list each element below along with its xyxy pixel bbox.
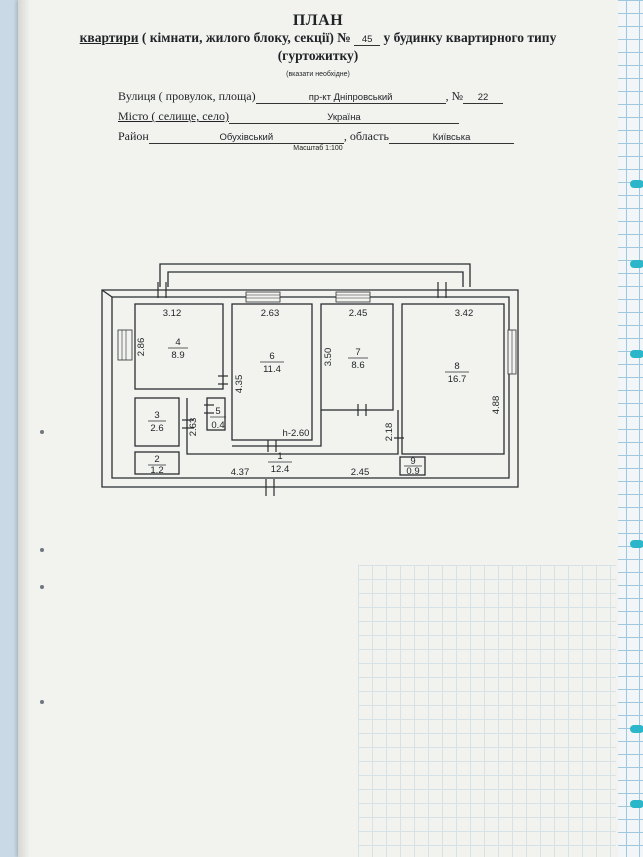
room-2-outline <box>134 451 180 475</box>
room-area: 12.4 <box>271 464 290 475</box>
floor-plan: 3.12 2.86 2.63 4.35 2.45 3.50 3.42 4.88 … <box>101 263 519 496</box>
notebook-ring <box>630 260 643 268</box>
room-6-outline <box>231 303 313 441</box>
notebook-ring <box>630 180 643 188</box>
dim-room7-width: 2.45 <box>349 308 368 319</box>
room-number: 9 <box>410 456 415 467</box>
region-value: Київська <box>389 132 515 144</box>
dim-room6-height: 4.35 <box>234 375 245 394</box>
dim-room7-height: 3.50 <box>323 348 334 367</box>
dim-corridor-right: 2.18 <box>384 423 395 442</box>
room-label-5: 5 0.4 <box>210 406 226 431</box>
dim-room6-width: 2.63 <box>261 308 280 319</box>
scale-label: Масштаб 1:100 <box>293 145 343 152</box>
district-label: Район <box>118 129 149 143</box>
room-number: 6 <box>269 351 274 362</box>
punch-hole <box>40 430 44 434</box>
city-row: Місто ( селище, село)Україна <box>118 109 459 124</box>
room-number: 1 <box>277 451 282 462</box>
subtitle-note: (вказати необхідне) <box>286 71 350 78</box>
wall-line <box>101 289 113 298</box>
room-area: 2.6 <box>150 423 163 434</box>
room-number: 2 <box>154 454 159 465</box>
room-4-outline <box>134 303 224 390</box>
room-area: 8.6 <box>351 360 364 371</box>
dim-room4-height: 2.86 <box>136 338 147 357</box>
dim-room4-width: 3.12 <box>163 308 182 319</box>
corridor-wall <box>186 398 399 455</box>
dim-bottom-left: 4.37 <box>231 467 250 478</box>
balcony-outline <box>167 271 464 287</box>
room-9-outline <box>399 456 426 476</box>
room-label-2: 2 1.2 <box>148 454 166 476</box>
room-label-3: 3 2.6 <box>148 410 166 434</box>
punch-hole <box>40 548 44 552</box>
room-label-8: 8 16.7 <box>445 361 469 385</box>
room-label-6: 6 11.4 <box>260 351 284 375</box>
room-label-1: 1 12.4 <box>268 451 292 475</box>
room-number: 8 <box>454 361 459 372</box>
street-row: Вулиця ( провулок, площа)пр-кт Дніпровсь… <box>118 89 504 104</box>
room-7-outline <box>320 303 394 411</box>
city-value: Україна <box>228 112 459 124</box>
city-label: Місто ( селище, село) <box>118 109 229 123</box>
street-value: пр-кт Дніпровський <box>255 92 446 104</box>
district-value: Обухівський <box>148 132 344 144</box>
dim-room8-width: 3.42 <box>455 308 474 319</box>
page-title: ПЛАН <box>292 12 344 29</box>
subtitle-prefix: квартири <box>79 30 139 45</box>
subtitle-suffix: у будинку квартирного типу <box>380 30 557 45</box>
room-5-outline <box>206 397 226 431</box>
number-label: № <box>451 89 464 103</box>
street-label: Вулиця ( провулок, площа) <box>118 89 256 103</box>
show-through-grid <box>358 565 616 857</box>
balcony-outline <box>159 263 471 287</box>
number-value: 22 <box>463 92 504 104</box>
window <box>335 291 371 303</box>
room-8-outline <box>401 303 505 455</box>
window <box>117 329 133 361</box>
room-label-9: 9 0.9 <box>404 456 422 477</box>
dim-room8-height: 4.88 <box>491 396 502 415</box>
room-number: 4 <box>175 337 180 348</box>
room-area: 0.4 <box>211 420 224 431</box>
room-area: 16.7 <box>448 374 467 385</box>
room-label-4: 4 8.9 <box>168 337 188 361</box>
subtitle-line: квартири ( кімнати, жилого блоку, секції… <box>18 30 618 46</box>
sheet-fold <box>18 0 30 857</box>
room-area: 0.9 <box>406 466 419 477</box>
document-sheet: ПЛАН квартири ( кімнати, жилого блоку, с… <box>18 0 618 857</box>
region-label: область <box>349 129 390 143</box>
notebook-ring <box>630 540 643 548</box>
room-area: 11.4 <box>263 364 281 375</box>
notebook-ring <box>630 350 643 358</box>
ceiling-height: h-2.60 <box>283 428 310 439</box>
outer-wall <box>111 296 510 479</box>
dim-bottom-right: 2.45 <box>351 467 370 478</box>
room-area: 1.2 <box>150 465 163 476</box>
room-number: 7 <box>355 347 360 358</box>
punch-hole <box>40 585 44 589</box>
room-number: 5 <box>215 406 220 417</box>
room-3-outline <box>134 397 180 447</box>
outer-wall <box>101 289 519 488</box>
corridor-wall <box>232 410 322 447</box>
room-number: 3 <box>154 410 159 421</box>
subtitle-mid: ( кімнати, жилого блоку, секції) № <box>138 30 355 45</box>
subtitle-line-2: (гуртожитку) <box>277 48 359 63</box>
punch-hole <box>40 700 44 704</box>
notebook-ring <box>630 800 643 808</box>
room-area: 8.9 <box>171 350 184 361</box>
window <box>245 291 281 303</box>
apartment-number: 45 <box>354 34 381 46</box>
notebook-ring <box>630 725 643 733</box>
room-label-7: 7 8.6 <box>348 347 368 371</box>
dim-corridor-left: 2.63 <box>188 418 199 437</box>
